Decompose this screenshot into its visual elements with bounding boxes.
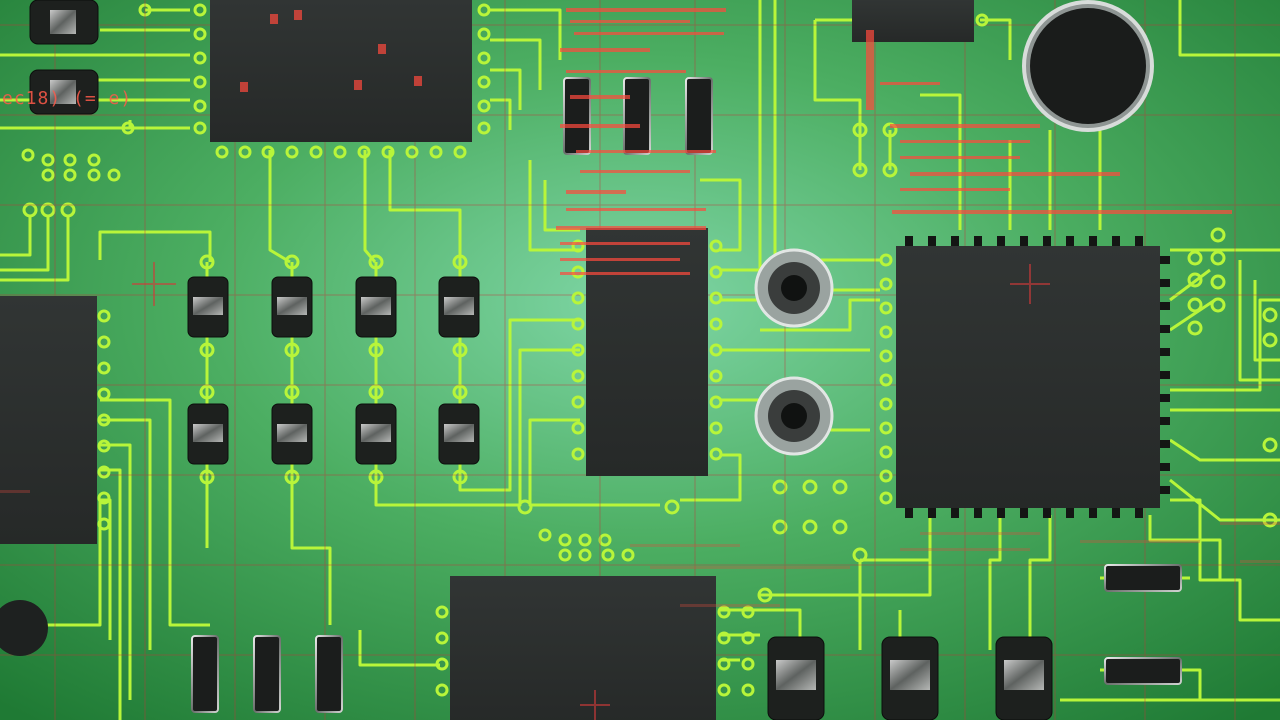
code-overlay	[240, 8, 1232, 275]
resistors	[191, 77, 1182, 713]
chip-center	[571, 228, 723, 476]
trace-pads	[21, 3, 1278, 603]
smd-components	[29, 0, 1053, 720]
cross-markers	[132, 262, 610, 720]
chip-top-left	[193, 0, 491, 159]
chip-bottom-center	[435, 576, 755, 720]
chip-left-edge	[0, 296, 111, 544]
capacitors	[0, 0, 1154, 656]
code-snippet-text: ec18) (= e)	[2, 88, 133, 109]
code-overlay-faint	[0, 490, 1280, 607]
chip-right-large	[879, 236, 1170, 518]
